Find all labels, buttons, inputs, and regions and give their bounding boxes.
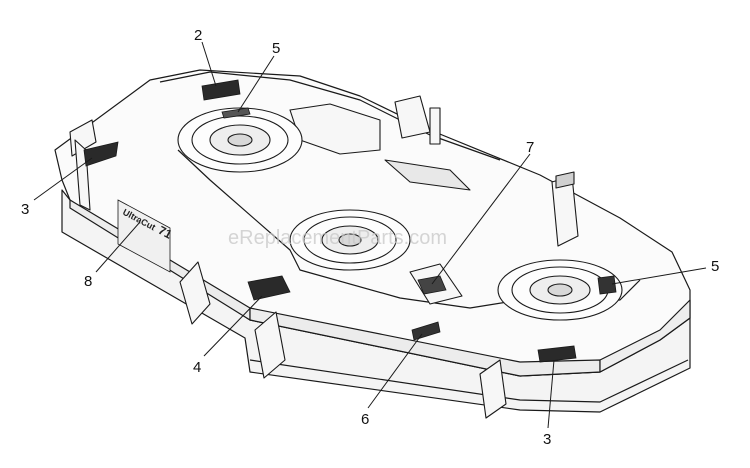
watermark-text: eReplacementParts.com bbox=[228, 227, 447, 249]
leader-7 bbox=[431, 153, 531, 285]
decal-warning-front-right bbox=[537, 345, 577, 363]
callout-3-bottom: 3 bbox=[543, 431, 551, 448]
leader-3-left bbox=[33, 157, 93, 201]
center-spindle bbox=[289, 209, 411, 271]
decal-front-bracket bbox=[411, 321, 441, 341]
decal-right-spindle bbox=[597, 275, 617, 295]
callout-2: 2 bbox=[194, 27, 202, 44]
leader-3-bottom bbox=[547, 359, 555, 429]
callout-8: 8 bbox=[84, 273, 92, 290]
leader-2 bbox=[201, 41, 217, 87]
decal-warning-rear bbox=[201, 79, 241, 101]
deck-size-text: 71 bbox=[156, 223, 175, 242]
deck-rear-ridge bbox=[159, 71, 501, 161]
decal-center-front bbox=[417, 275, 447, 295]
leader-8 bbox=[95, 221, 141, 273]
brackets bbox=[69, 95, 579, 419]
leader-6 bbox=[367, 333, 423, 409]
leader-5-top bbox=[237, 55, 275, 113]
callout-5-top: 5 bbox=[272, 40, 280, 57]
right-rear-tab bbox=[555, 171, 575, 189]
leader-5-right bbox=[611, 267, 707, 285]
callout-4: 4 bbox=[193, 359, 201, 376]
rear-post bbox=[429, 107, 441, 145]
callout-3-left: 3 bbox=[21, 201, 29, 218]
callout-5-right: 5 bbox=[711, 258, 719, 275]
rear-mount-plate-2 bbox=[394, 95, 431, 139]
right-spindle bbox=[497, 259, 623, 321]
leader-lines bbox=[33, 41, 707, 429]
belt-cover-tab bbox=[384, 159, 471, 191]
callout-6: 6 bbox=[361, 411, 369, 428]
spindles bbox=[177, 107, 623, 321]
decal-left-side bbox=[83, 141, 119, 167]
front-wheel-bracket-2 bbox=[254, 311, 286, 379]
leader-4 bbox=[203, 295, 263, 357]
right-skirt bbox=[599, 299, 691, 373]
callout-7: 7 bbox=[526, 139, 534, 156]
callouts: 2 5 3 7 5 8 4 6 3 bbox=[21, 27, 719, 448]
brand-plate bbox=[117, 199, 171, 273]
left-spindle bbox=[177, 107, 303, 173]
front-wheel-bracket-1 bbox=[179, 261, 211, 325]
front-wheel-bracket-3 bbox=[479, 359, 507, 419]
skirt-lip bbox=[249, 359, 689, 403]
decal-front-left bbox=[247, 275, 291, 301]
decals bbox=[83, 79, 617, 363]
